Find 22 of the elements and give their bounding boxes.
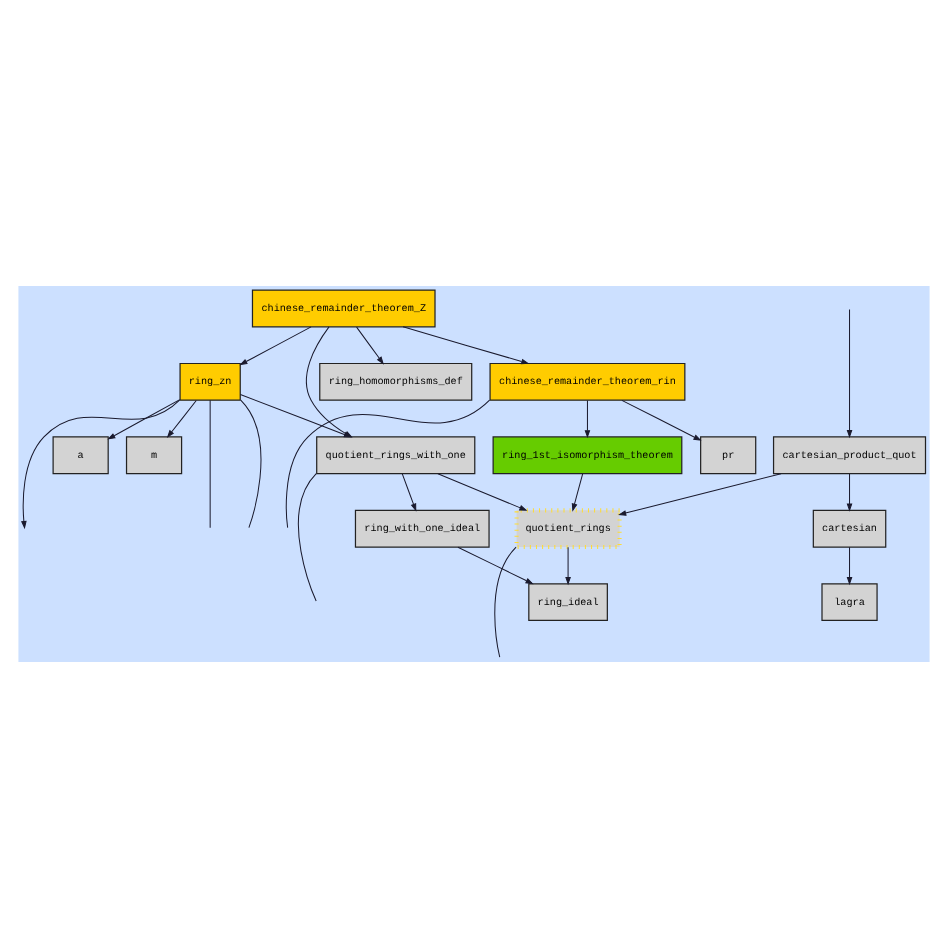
arrow	[437, 473, 528, 511]
arrow	[846, 546, 853, 586]
connector	[297, 473, 317, 602]
arrow	[618, 473, 782, 516]
arrow	[584, 400, 591, 439]
arrow	[239, 326, 312, 366]
connector	[494, 546, 517, 658]
arrow	[457, 546, 534, 585]
arrow	[621, 399, 702, 441]
arrow	[565, 546, 571, 586]
arrow	[107, 399, 181, 440]
arrow	[571, 473, 584, 512]
arrow	[402, 326, 530, 365]
arrow	[401, 473, 417, 512]
arrow	[356, 326, 384, 365]
connector	[209, 399, 211, 529]
arrow	[21, 399, 181, 530]
connector	[240, 399, 262, 529]
arrow	[846, 309, 853, 439]
arrow	[846, 473, 853, 512]
arrow	[166, 400, 197, 439]
connector	[285, 399, 491, 529]
